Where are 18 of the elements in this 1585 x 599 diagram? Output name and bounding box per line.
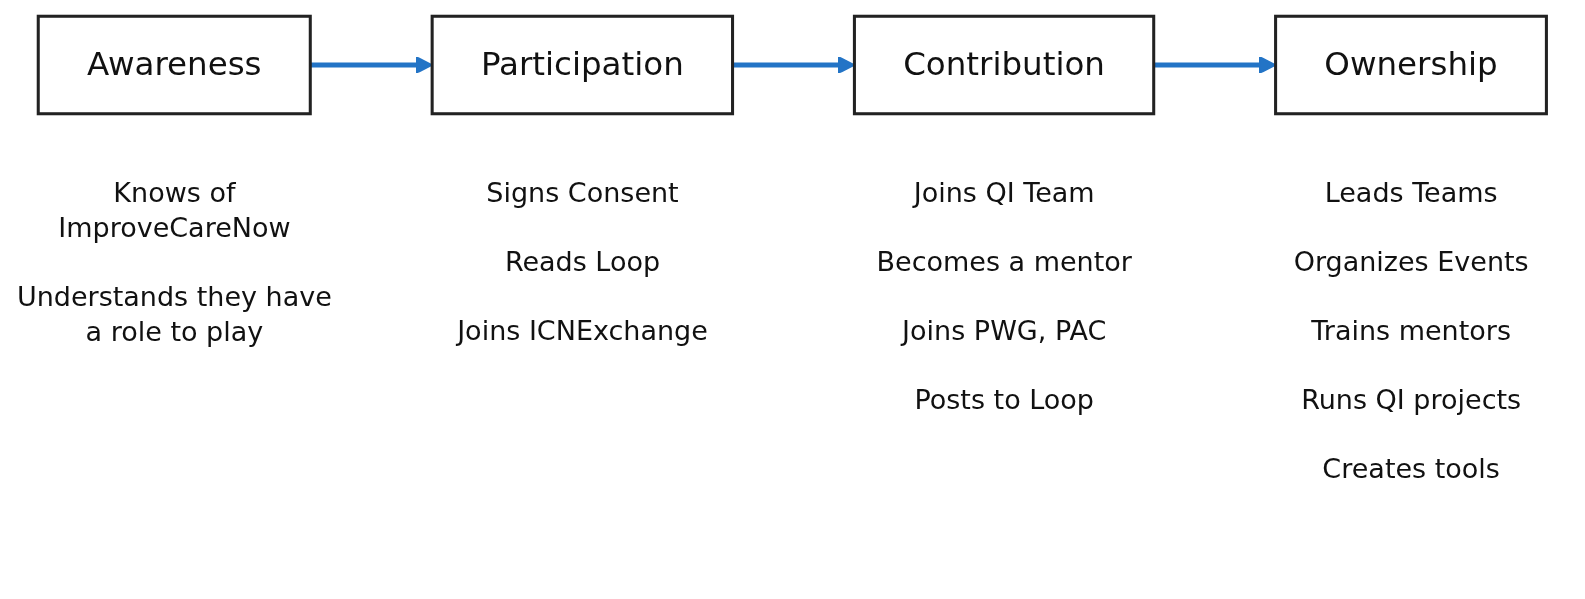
activity-text: Joins ICNExchange — [457, 314, 708, 349]
activity-text: Becomes a mentor — [876, 245, 1132, 280]
activity-text: Creates tools — [1322, 452, 1500, 487]
activity-text: Organizes Events — [1293, 245, 1529, 280]
activity-text: Signs Consent — [486, 176, 679, 210]
activity-text: Joins QI Team — [913, 176, 1095, 210]
activity-text: Understands they have a role to play — [15, 280, 333, 350]
node-box: Participation — [430, 14, 735, 116]
activity-text: Reads Loop — [504, 245, 661, 280]
activity-text: Knows of ImproveCareNow — [57, 176, 292, 246]
node-box: Contribution — [853, 14, 1156, 116]
activity-text: Leads Teams — [1324, 176, 1498, 210]
activity-text: Posts to Loop — [914, 383, 1094, 418]
activity-text: Trains mentors — [1311, 314, 1511, 349]
activity-text: Runs QI projects — [1301, 383, 1522, 418]
node-box: Awareness — [36, 14, 312, 116]
node-box: Ownership — [1274, 14, 1549, 116]
activity-text: Joins PWG, PAC — [902, 314, 1107, 349]
